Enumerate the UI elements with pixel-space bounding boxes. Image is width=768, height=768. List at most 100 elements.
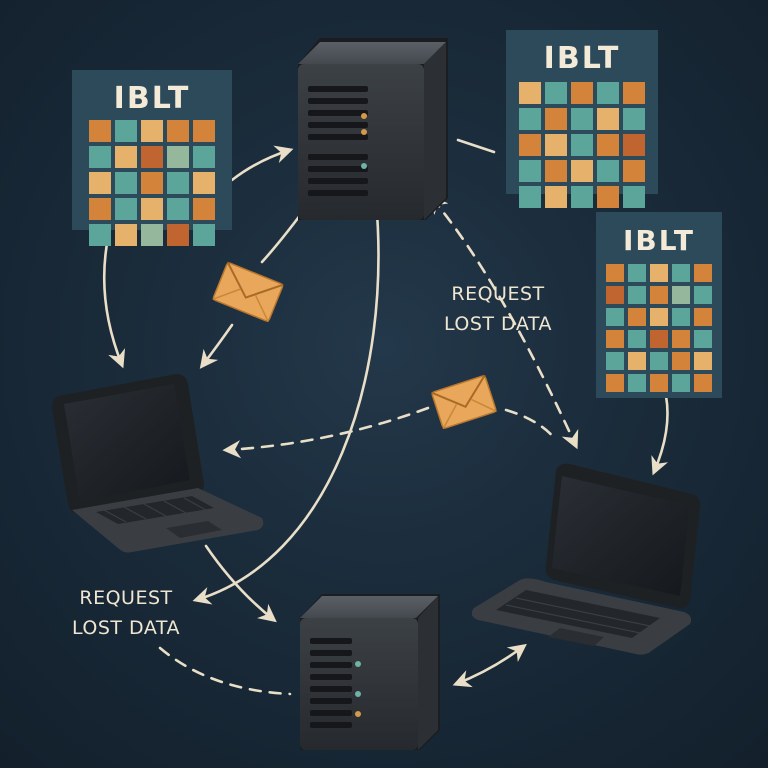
iblt-cell (597, 186, 619, 208)
line-card-top-right-to-server (456, 138, 496, 154)
iblt-cards: IBLT IBLT IBLT (72, 30, 722, 398)
iblt-cell (606, 330, 624, 348)
iblt-cell (597, 108, 619, 130)
iblt-cell (694, 330, 712, 348)
iblt-cell (571, 134, 593, 156)
envelope-left-icon (212, 261, 284, 323)
iblt-card-right: IBLT (596, 212, 722, 398)
iblt-cell (623, 134, 645, 156)
iblt-cell (193, 172, 215, 194)
arrow-envelope-to-laptop-left (199, 323, 234, 369)
iblt-cell (650, 308, 668, 326)
iblt-card-left: IBLT (72, 70, 232, 246)
iblt-cell (623, 82, 645, 104)
server-top-icon (298, 38, 448, 220)
iblt-cell (694, 352, 712, 370)
request-right-line2: LOST DATA (444, 313, 552, 335)
iblt-cell (628, 374, 646, 392)
iblt-cell (519, 186, 541, 208)
arrow-server-bottom-laptop-right (452, 643, 527, 688)
dashed-envelope-to-laptop-left (222, 406, 430, 459)
iblt-cell (193, 120, 215, 142)
iblt-cell (672, 264, 690, 282)
iblt-cell (650, 352, 668, 370)
iblt-card-top-right: IBLT (506, 30, 658, 208)
dashed-envelope-to-laptop-right (504, 408, 558, 442)
iblt-cell (606, 286, 624, 304)
iblt-cell (167, 172, 189, 194)
arrow-card-to-laptop-right (651, 394, 669, 476)
iblt-title: IBLT (623, 224, 695, 257)
iblt-cell (519, 108, 541, 130)
request-lost-data-right-label: REQUEST LOST DATA (444, 283, 552, 335)
iblt-cell (115, 224, 137, 246)
iblt-cell (193, 198, 215, 220)
request-left-line2: LOST DATA (72, 617, 180, 639)
arrow-laptop-left-to-server-bottom (204, 544, 277, 623)
iblt-cell (115, 146, 137, 168)
iblt-cell (545, 134, 567, 156)
dashed-request-left (158, 646, 292, 696)
iblt-cell (623, 186, 645, 208)
iblt-cell (628, 330, 646, 348)
iblt-cell (89, 198, 111, 220)
iblt-cell (650, 286, 668, 304)
iblt-cell (597, 82, 619, 104)
iblt-cell (694, 264, 712, 282)
iblt-cell (672, 286, 690, 304)
iblt-cell (115, 120, 137, 142)
arrow-card-to-server-top (230, 145, 294, 182)
iblt-title: IBLT (544, 41, 621, 76)
iblt-cell (167, 224, 189, 246)
request-left-line1: REQUEST (79, 587, 172, 609)
request-right-line1: REQUEST (451, 283, 544, 305)
iblt-cell (141, 172, 163, 194)
iblt-cell (672, 308, 690, 326)
iblt-cell (606, 374, 624, 392)
dashed-connections (158, 195, 579, 696)
arrow-card-to-laptop-left (102, 236, 126, 369)
iblt-cell (545, 82, 567, 104)
iblt-cell (519, 160, 541, 182)
dashed-request-right (429, 195, 579, 450)
iblt-cell (519, 82, 541, 104)
iblt-cell (167, 120, 189, 142)
iblt-cell (694, 308, 712, 326)
iblt-cell (141, 198, 163, 220)
iblt-cell (89, 146, 111, 168)
iblt-cell (628, 286, 646, 304)
iblt-cell (571, 160, 593, 182)
iblt-cell (597, 160, 619, 182)
iblt-cell (571, 186, 593, 208)
iblt-cell (89, 120, 111, 142)
request-lost-data-left-label: REQUEST LOST DATA (72, 587, 180, 639)
iblt-cell (694, 286, 712, 304)
iblt-cell (545, 186, 567, 208)
iblt-cell (89, 172, 111, 194)
iblt-cell (650, 264, 668, 282)
iblt-cell (672, 330, 690, 348)
iblt-title: IBLT (114, 81, 191, 116)
iblt-cell (623, 108, 645, 130)
iblt-cell (115, 172, 137, 194)
iblt-cell (89, 224, 111, 246)
iblt-cell (597, 134, 619, 156)
line-server-top-long-curve (192, 198, 380, 605)
iblt-cell (628, 264, 646, 282)
iblt-cell (193, 224, 215, 246)
iblt-cell (167, 198, 189, 220)
server-bottom-icon (300, 594, 440, 750)
iblt-cell (167, 146, 189, 168)
iblt-cell (672, 374, 690, 392)
iblt-cell (606, 352, 624, 370)
iblt-cell (606, 264, 624, 282)
iblt-cell (545, 108, 567, 130)
iblt-cell (628, 308, 646, 326)
iblt-cell (694, 374, 712, 392)
iblt-cell (519, 134, 541, 156)
iblt-cell (672, 352, 690, 370)
envelope-center-icon (431, 374, 497, 430)
laptop-right-icon (471, 463, 701, 655)
iblt-cell (545, 160, 567, 182)
